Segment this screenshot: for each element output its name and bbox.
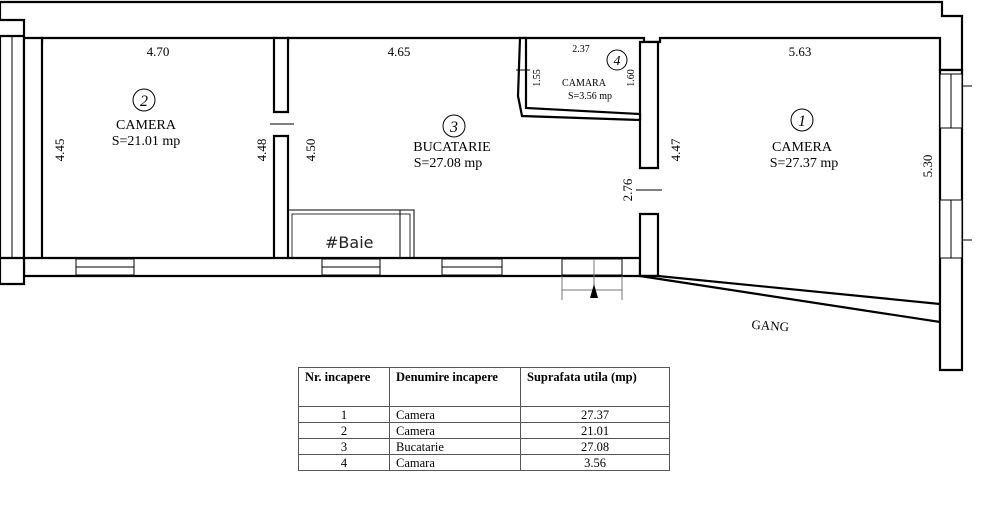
room4-number-circle — [606, 49, 628, 71]
table-row: 3 Bucatarie 27.08 — [298, 438, 670, 455]
room2-number: 2 — [140, 93, 148, 110]
room4-area: S=3.56 mp — [568, 91, 612, 102]
dim-room4-width: 2.37 — [572, 44, 590, 55]
table-cell-area: 3.56 — [520, 454, 670, 471]
gang-label: GANG — [751, 317, 790, 335]
table-cell-name: Camera — [389, 422, 521, 439]
room2-name: CAMERA — [116, 118, 177, 133]
room1-area: S=27.37 mp — [770, 156, 839, 171]
table-header-area: Suprafata utila (mp) — [520, 367, 670, 407]
table-row: 4 Camara 3.56 — [298, 454, 670, 471]
area-table: Nr. incapere Denumire incapere Suprafata… — [298, 367, 670, 471]
baie-outline — [287, 209, 415, 259]
dim-room3-width: 4.65 — [388, 44, 411, 59]
room2-right-wall-bottom — [272, 134, 290, 264]
room1-number-circle — [790, 108, 814, 132]
room3-number: 3 — [449, 119, 458, 136]
table-cell-name: Camera — [389, 406, 521, 423]
table-header-nr: Nr. incapere — [298, 367, 390, 407]
table-cell-nr: 1 — [298, 406, 390, 423]
dim-room1-width: 5.63 — [789, 44, 812, 59]
table-cell-area: 21.01 — [520, 422, 670, 439]
dim-room2-height: 4.45 — [52, 139, 67, 162]
table-row: 2 Camera 21.01 — [298, 422, 670, 439]
room2-number-circle — [132, 88, 156, 112]
door-entrance — [561, 258, 623, 276]
room3-right-wall-top — [638, 40, 660, 170]
room2-left-wall — [22, 36, 44, 264]
dim-room3-door: 2.76 — [620, 178, 635, 201]
table-cell-area: 27.08 — [520, 438, 670, 455]
table-header-name: Denumire incapere — [389, 367, 521, 407]
dim-room3-left: 4.50 — [303, 139, 318, 162]
dim-room2-right: 4.48 — [254, 139, 269, 162]
room4-number: 4 — [614, 54, 621, 69]
room4-wall — [516, 36, 642, 122]
room4-name: CAMARA — [562, 78, 607, 89]
room3-number-circle — [442, 114, 466, 138]
dim-room2-width: 4.70 — [147, 44, 170, 59]
room1-bottom-wall — [639, 274, 942, 324]
table-cell-area: 27.37 — [520, 406, 670, 423]
dim-room1-right: 5.30 — [920, 155, 935, 178]
table-cell-name: Bucatarie — [389, 438, 521, 455]
room1-number: 1 — [798, 113, 806, 130]
table-cell-nr: 2 — [298, 422, 390, 439]
dim-room4-right: 1.60 — [626, 69, 637, 87]
dim-room4-left: 1.55 — [532, 69, 543, 87]
room2-area: S=21.01 mp — [112, 134, 181, 149]
room3-name: BUCATARIE — [413, 140, 490, 155]
bottom-wall-outer — [0, 256, 26, 286]
top-wall — [0, 0, 964, 72]
table-cell-nr: 4 — [298, 454, 390, 471]
table-cell-nr: 3 — [298, 438, 390, 455]
room3-right-wall-bottom — [638, 212, 660, 278]
table-cell-name: Camara — [389, 454, 521, 471]
room2-right-wall-top — [272, 36, 290, 114]
dim-room1-left: 4.47 — [668, 138, 683, 161]
room1-name: CAMERA — [772, 140, 833, 155]
baie-label: #Baie — [325, 233, 373, 252]
table-header-row: Nr. incapere Denumire incapere Suprafata… — [298, 367, 670, 407]
table-row: 1 Camera 27.37 — [298, 406, 670, 423]
room3-area: S=27.08 mp — [414, 156, 483, 171]
